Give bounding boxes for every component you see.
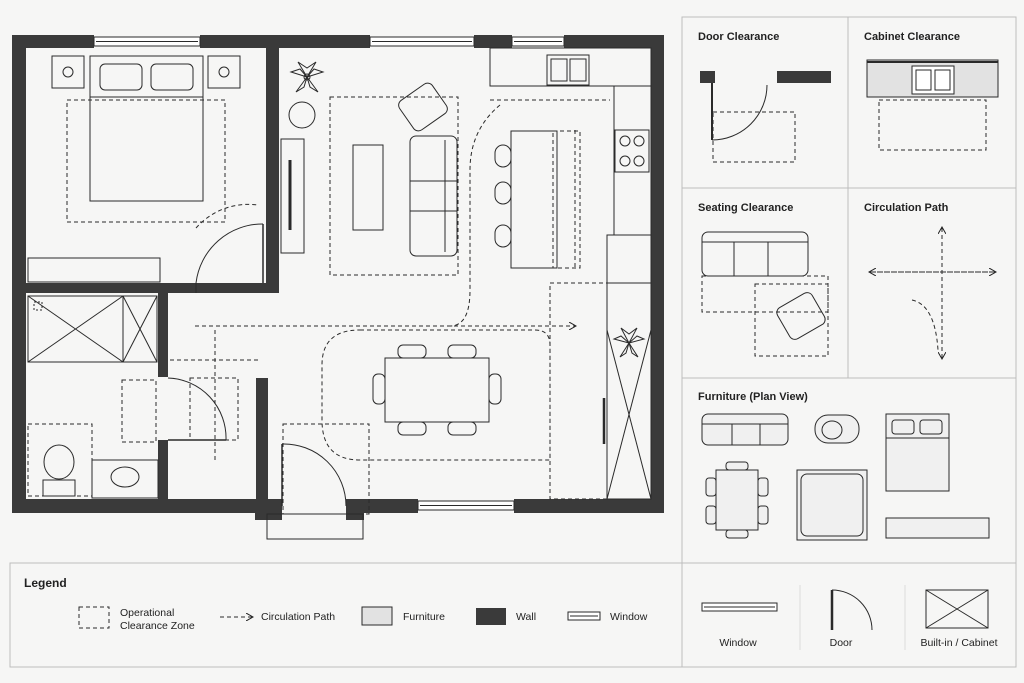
circulation-path-detail [870,228,995,358]
living-area [280,61,459,276]
windows [93,36,565,511]
cabinet-clearance-detail [866,59,999,151]
symbol-label-door: Door [829,637,853,649]
legend-label-circulation: Circulation Path [261,611,336,623]
legend-symbols [78,606,601,629]
details-panel-frame [681,16,1017,668]
entry-door [266,443,364,540]
legend-frame [9,562,683,668]
panel-title-door-clearance: Door Clearance [698,31,780,43]
bathroom [27,295,239,499]
legend-label-furniture: Furniture [403,611,446,623]
walls [12,35,664,520]
legend-label-window: Window [610,611,648,623]
kitchen [489,47,652,500]
door-clearance-detail [700,71,831,163]
symbol-row [701,589,989,631]
plant-icon-kitchen [612,327,646,358]
panel-title-circulation-path: Circulation Path [864,202,949,214]
panel-title-cabinet-clearance: Cabinet Clearance [864,31,960,43]
symbol-label-window: Window [719,637,757,649]
furniture-plan-view [701,413,990,541]
dining-area [282,282,608,515]
bedroom [27,55,264,293]
seating-clearance-detail [701,231,829,357]
legend-label-wall: Wall [516,611,537,623]
circulation-paths [170,104,575,460]
legend-label-clearance-zone: Operational Clearance Zone [120,607,195,632]
legend-title: Legend [24,576,67,590]
panel-title-seating-clearance: Seating Clearance [698,202,794,214]
symbol-label-builtin: Built-in / Cabinet [920,637,998,649]
plant-icon [289,61,325,93]
panel-title-furniture-plan-view: Furniture (Plan View) [698,391,808,403]
